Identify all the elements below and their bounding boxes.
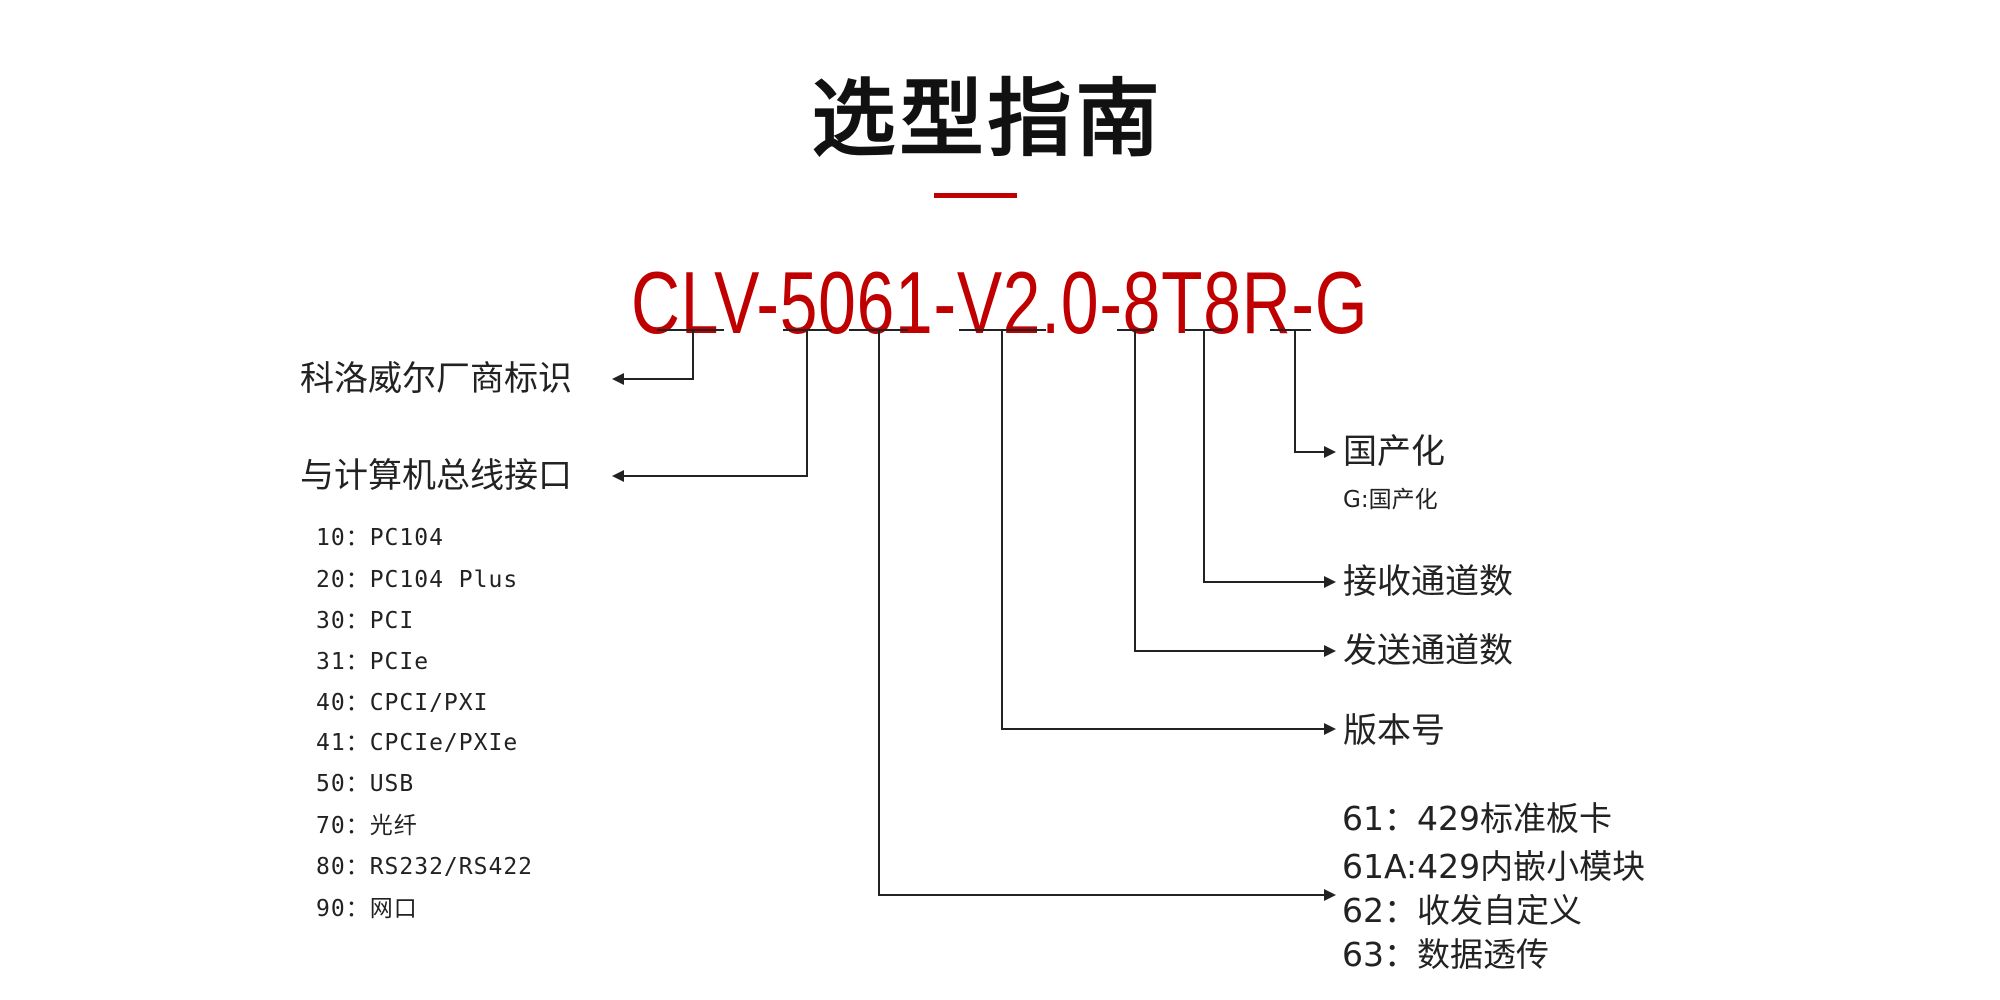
connector-type <box>878 330 880 896</box>
connector-bus <box>806 330 808 477</box>
connector-tx-h <box>1134 650 1326 652</box>
connector-vendor <box>692 330 694 380</box>
version-label: 版本号 <box>1343 711 1445 751</box>
part-number: CLV-5061-V2.0-8T8R-G <box>631 253 1369 352</box>
list-item: 61A:429内嵌小模块 <box>1342 847 1646 886</box>
list-item: 62：收发自定义 <box>1342 891 1582 930</box>
connector-version-h <box>1001 728 1326 730</box>
page-title: 选型指南 <box>811 70 1164 168</box>
list-item: 61：429标准板卡 <box>1342 799 1612 838</box>
list-item: 10：PC104 <box>316 525 444 551</box>
connector-localization <box>1294 330 1296 453</box>
connector-rx <box>1203 330 1205 583</box>
list-item: 31：PCIe <box>316 649 430 675</box>
list-item: 41：CPCIe/PXIe <box>316 730 519 756</box>
list-item: 70：光纤 <box>316 813 418 839</box>
segment-underline-clv <box>657 329 724 331</box>
list-item: 20：PC104 Plus <box>316 567 519 593</box>
arrow-right-icon <box>1324 723 1336 735</box>
list-item: 80：RS232/RS422 <box>316 854 534 880</box>
list-item: 90：网口 <box>316 896 418 922</box>
segment-underline-g <box>1270 329 1311 331</box>
vendor-label: 科洛威尔厂商标识 <box>300 359 572 399</box>
localization-note: G:国产化 <box>1343 487 1438 513</box>
bus-label: 与计算机总线接口 <box>300 456 572 496</box>
list-item: 50：USB <box>316 771 415 797</box>
arrow-right-icon <box>1324 446 1336 458</box>
list-item: 63：数据透传 <box>1342 935 1549 974</box>
connector-rx-h <box>1203 581 1326 583</box>
connector-bus-h <box>622 475 808 477</box>
title-underline <box>934 193 1017 198</box>
tx-channels-label: 发送通道数 <box>1343 631 1513 671</box>
localization-label: 国产化 <box>1343 432 1445 472</box>
connector-version <box>1001 330 1003 730</box>
arrow-left-icon <box>612 373 624 385</box>
list-item: 40：CPCI/PXI <box>316 690 489 716</box>
arrow-right-icon <box>1324 576 1336 588</box>
rx-channels-label: 接收通道数 <box>1343 562 1513 602</box>
arrow-right-icon <box>1324 645 1336 657</box>
arrow-right-icon <box>1324 889 1336 901</box>
connector-vendor-h <box>622 378 694 380</box>
connector-localization-h <box>1294 451 1326 453</box>
connector-type-h <box>878 894 1326 896</box>
arrow-left-icon <box>612 470 624 482</box>
connector-tx <box>1134 330 1136 652</box>
list-item: 30：PCI <box>316 608 415 634</box>
